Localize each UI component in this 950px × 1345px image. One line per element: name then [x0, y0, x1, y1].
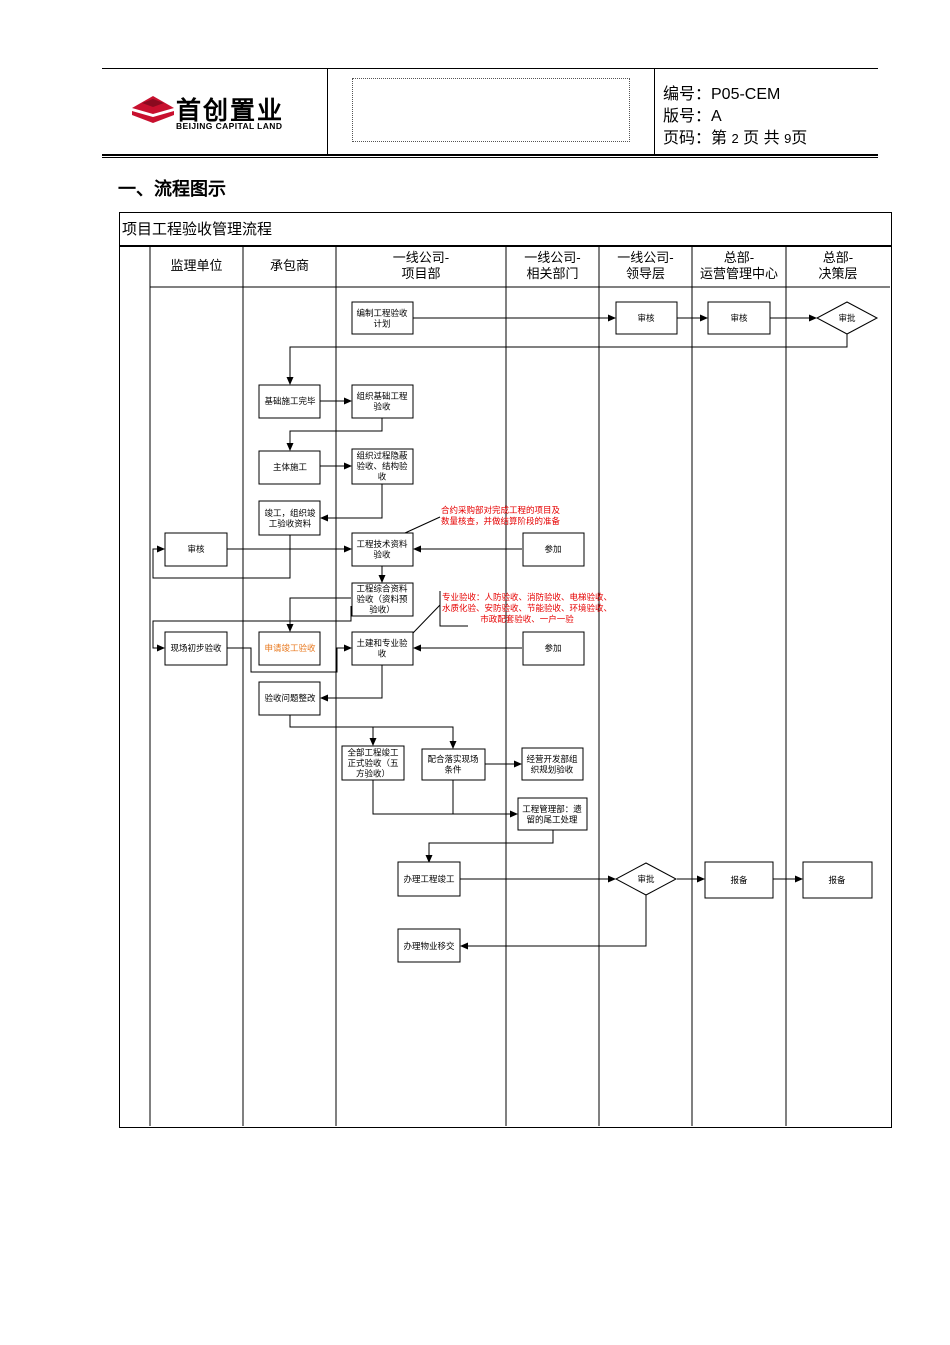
node-label-hidden-accept: 组织过程隐蔽验收、结构验收 [356, 451, 408, 483]
node-label-tech-docs: 工程技术资料验收 [356, 539, 408, 561]
logo-english-text: BEIJING CAPITAL LAND [176, 121, 283, 131]
node-label-completion-docs: 竣工，组织竣工验收资料 [264, 508, 316, 530]
node-label-civil-special: 土建和专业验收 [356, 638, 408, 660]
node-label-approve1: 审批 [838, 313, 856, 324]
header-divider-left [327, 68, 328, 154]
node-label-comprehensive: 工程综合资料验收（资料预验收） [356, 584, 408, 616]
node-label-review2: 审核 [730, 313, 748, 324]
node-label-foundation-done: 基础施工完毕 [264, 396, 316, 407]
node-label-participate2: 参加 [544, 643, 561, 654]
flowchart-frame [119, 212, 892, 1128]
header-divider-right [654, 68, 655, 154]
node-label-site-prelim: 现场初步验收 [170, 643, 222, 654]
node-label-participate1: 参加 [544, 544, 561, 555]
header-blank-box [352, 78, 630, 142]
logo-chinese-text: 首创置业 [176, 96, 285, 125]
node-label-handle-completion: 办理工程竣工 [403, 874, 455, 885]
node-review2 [707, 301, 771, 335]
node-label-report2: 报备 [828, 875, 846, 886]
logo-mark-icon [132, 96, 174, 123]
page-total: 9 [784, 131, 792, 146]
header-top-rule [102, 68, 878, 69]
lane-header-project-dept: 一线公司- 项目部 [392, 251, 450, 282]
page-mid: 页 共 [743, 130, 780, 147]
node-main-construct [258, 450, 321, 485]
page-number: 2 [731, 131, 739, 146]
node-hidden-accept [351, 448, 414, 485]
node-full-formal [341, 745, 405, 781]
doc-number: 编号：P05-CEM [663, 86, 781, 103]
node-completion-docs [258, 500, 321, 536]
node-labels: 编制工程验收计划审核审核审批基础施工完毕组织基础工程验收主体施工组织过程隐蔽验收… [170, 308, 856, 952]
node-label-approve2: 审批 [637, 874, 655, 885]
flowchart-title: 项目工程验收管理流程 [122, 220, 273, 238]
node-label-report1: 报备 [730, 875, 748, 886]
page-indicator: 页码：第 2 页 共 9页 [663, 124, 807, 148]
node-foundation-done [258, 384, 321, 419]
node-site-conditions [421, 748, 486, 781]
node-label-remnant: 工程管理部：遗留的尾工处理 [522, 804, 582, 826]
lane-header-leadership: 一线公司- 领导层 [617, 251, 674, 282]
node-label-review1: 审核 [637, 313, 655, 324]
annotation-note2: 专业验收：人防验收、消防验收、电梯验收、水质化验、安防验收、节能验收、环境验收、… [442, 592, 612, 625]
node-participate2 [522, 631, 585, 666]
node-label-foundation-accept: 组织基础工程验收 [356, 391, 408, 413]
node-foundation-accept [351, 384, 414, 419]
node-label-rectify: 验收问题整改 [264, 693, 316, 704]
node-planning-accept [521, 747, 584, 781]
node-plan [351, 301, 414, 335]
node-property-handover [397, 928, 461, 963]
node-handle-completion [397, 861, 461, 897]
node-shapes [164, 301, 879, 963]
lane-header-related-dept: 一线公司- 相关部门 [524, 251, 581, 282]
node-report2 [802, 861, 873, 899]
node-apply-completion [258, 631, 321, 666]
node-supervisor-review [164, 532, 228, 567]
node-report1 [704, 861, 774, 899]
node-label-main-construct: 主体施工 [273, 462, 308, 473]
node-label-plan: 编制工程验收计划 [356, 308, 408, 330]
node-label-planning-accept: 经营开发部组织规划验收 [526, 754, 578, 776]
note-labels: 合约采购部对完成工程的项目及数量核查，并做结算阶段的准备专业验收：人防验收、消防… [441, 505, 612, 625]
node-label-supervisor-review: 审核 [187, 544, 205, 555]
doc-version: 版号：A [663, 108, 722, 125]
lane-header-supervisor: 监理单位 [170, 259, 223, 274]
node-site-prelim [164, 631, 228, 666]
lane-lines [149, 246, 890, 1126]
node-approve1 [815, 301, 879, 335]
node-civil-special [351, 631, 414, 666]
node-rectify [258, 681, 321, 716]
node-comprehensive [351, 582, 414, 617]
node-label-property-handover: 办理物业移交 [403, 941, 455, 952]
lane-header-decision: 总部- 决策层 [818, 251, 858, 282]
lane-header-contractor: 承包商 [269, 259, 309, 274]
header-bottom-rule [102, 154, 878, 156]
lane-header-ops-center: 总部- 运营管理中心 [699, 251, 778, 282]
header-bottom-rule-2 [102, 157, 878, 158]
node-review1 [615, 301, 678, 335]
node-label-full-formal: 全部工程竣工正式验收（五方验收） [347, 748, 399, 780]
annotation-note1: 合约采购部对完成工程的项目及数量核查，并做结算阶段的准备 [441, 505, 561, 527]
chart-title-rule [119, 245, 891, 247]
page-suffix: 页 [791, 130, 808, 147]
page-prefix: 页码：第 [663, 130, 728, 147]
connectors [152, 314, 848, 950]
node-remnant [517, 797, 588, 831]
node-approve2 [614, 862, 678, 896]
node-tech-docs [351, 532, 414, 567]
section-title: 一、流程图示 [118, 179, 226, 200]
node-label-apply-completion: 申请竣工验收 [264, 643, 316, 654]
node-participate1 [522, 532, 585, 567]
node-label-site-conditions: 配合落实现场条件 [427, 754, 478, 776]
